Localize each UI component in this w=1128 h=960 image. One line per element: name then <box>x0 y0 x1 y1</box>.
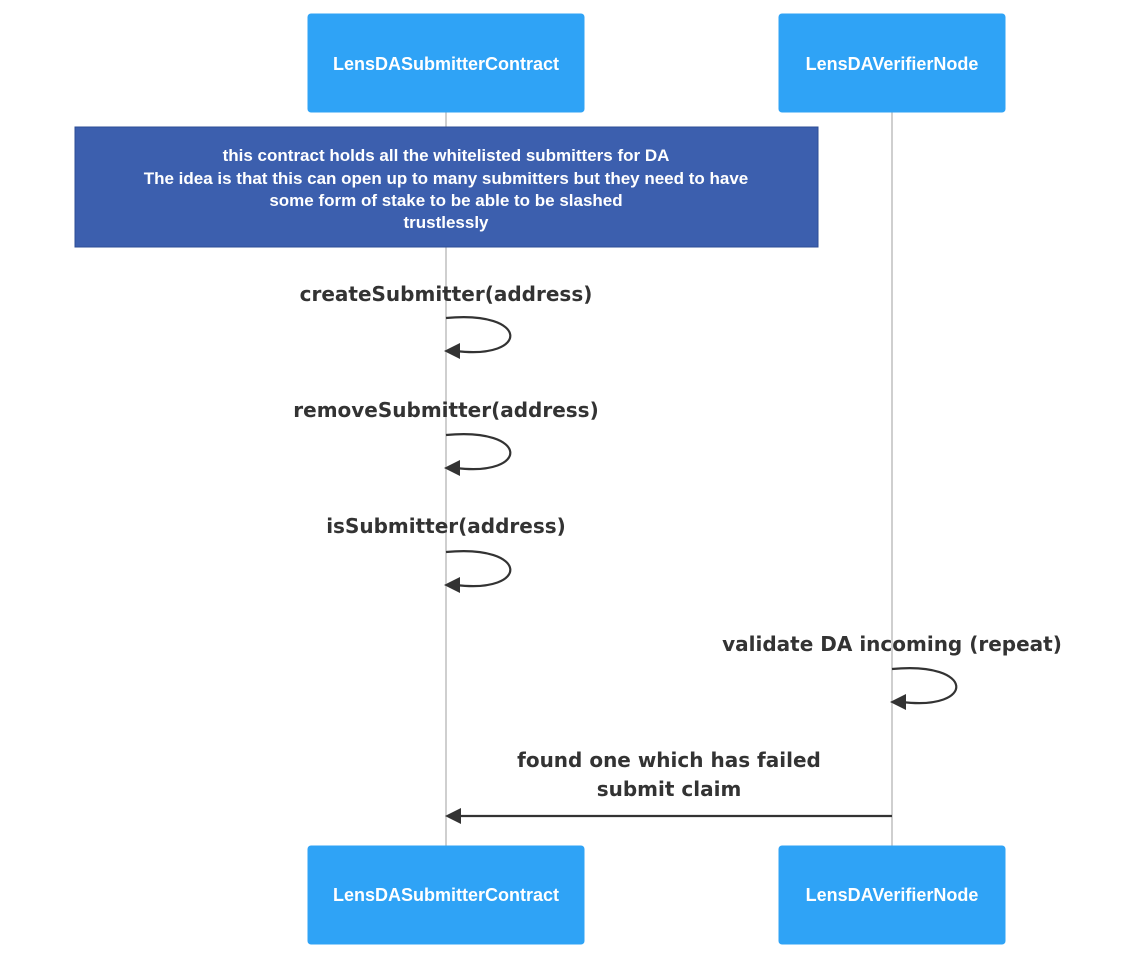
message-submit-claim: found one which has failed submit claim <box>445 748 892 824</box>
arrowhead-icon <box>444 343 460 359</box>
message-submit-claim-label-line-1: found one which has failed <box>517 748 821 772</box>
actor-top-submitter-contract-label: LensDASubmitterContract <box>333 54 559 74</box>
note-line-1: this contract holds all the whitelisted … <box>223 146 670 165</box>
arrowhead-icon <box>444 460 460 476</box>
message-is-submitter: isSubmitter(address) <box>326 514 566 593</box>
message-create-submitter: createSubmitter(address) <box>300 282 593 359</box>
actor-bottom-verifier-node-label: LensDAVerifierNode <box>806 885 979 905</box>
self-loop-arrow <box>891 667 958 705</box>
note-line-4: trustlessly <box>403 213 489 232</box>
message-validate-da-incoming-label: validate DA incoming (repeat) <box>722 632 1062 656</box>
message-create-submitter-label: createSubmitter(address) <box>300 282 593 306</box>
actor-top-verifier-node-label: LensDAVerifierNode <box>806 54 979 74</box>
note-line-2: The idea is that this can open up to man… <box>144 169 749 188</box>
arrowhead-icon <box>445 808 461 824</box>
note-whitelisted-submitters: this contract holds all the whitelisted … <box>74 126 819 248</box>
arrowhead-icon <box>444 577 460 593</box>
actor-bottom-submitter-contract-label: LensDASubmitterContract <box>333 885 559 905</box>
self-loop-arrow <box>445 550 512 588</box>
self-loop-arrow <box>445 433 512 471</box>
actor-bottom-verifier-node: LensDAVerifierNode <box>778 845 1006 945</box>
actor-top-submitter-contract: LensDASubmitterContract <box>307 13 585 113</box>
message-remove-submitter: removeSubmitter(address) <box>293 398 599 476</box>
message-remove-submitter-label: removeSubmitter(address) <box>293 398 598 422</box>
message-submit-claim-label-line-2: submit claim <box>597 777 742 801</box>
arrowhead-icon <box>890 694 906 710</box>
actor-bottom-submitter-contract: LensDASubmitterContract <box>307 845 585 945</box>
message-is-submitter-label: isSubmitter(address) <box>326 514 566 538</box>
message-validate-da-incoming: validate DA incoming (repeat) <box>722 632 1062 710</box>
self-loop-arrow <box>445 316 512 354</box>
actor-top-verifier-node: LensDAVerifierNode <box>778 13 1006 113</box>
note-line-3: some form of stake to be able to be slas… <box>269 191 622 210</box>
